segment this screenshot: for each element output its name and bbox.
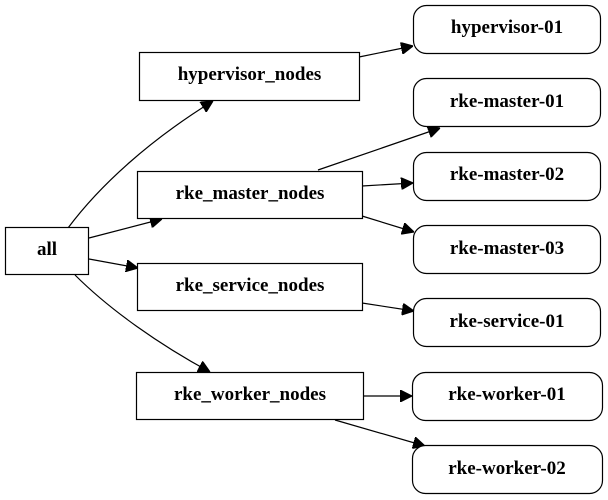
node-label: all bbox=[37, 239, 57, 260]
group-node-rke_master_nodes[interactable]: rke_master_nodes bbox=[136, 170, 364, 220]
host-node-rke-master-01[interactable]: rke-master-01 bbox=[412, 77, 602, 128]
edge-rke_master_nodes-rke-master-03 bbox=[361, 215, 414, 232]
host-node-rke-master-02[interactable]: rke-master-02 bbox=[412, 151, 602, 202]
edge-rke_service_nodes-rke-service-01 bbox=[361, 302, 414, 311]
group-node-rke_service_nodes[interactable]: rke_service_nodes bbox=[136, 262, 364, 312]
host-node-rke-service-01[interactable]: rke-service-01 bbox=[412, 297, 602, 348]
edge-rke_worker_nodes-rke-worker-02 bbox=[334, 419, 425, 446]
group-node-hypervisor_nodes[interactable]: hypervisor_nodes bbox=[138, 51, 361, 102]
edge-all-rke_master_nodes bbox=[88, 219, 162, 239]
group-node-rke_worker_nodes[interactable]: rke_worker_nodes bbox=[135, 371, 365, 421]
edge-all-rke_worker_nodes bbox=[74, 274, 210, 372]
node-label: rke_worker_nodes bbox=[174, 384, 326, 405]
host-node-rke-worker-01[interactable]: rke-worker-01 bbox=[411, 371, 604, 422]
node-label: rke-worker-01 bbox=[448, 384, 565, 405]
edges bbox=[67, 46, 440, 446]
node-label: hypervisor_nodes bbox=[178, 64, 322, 85]
edge-all-hypervisor_nodes bbox=[67, 101, 213, 229]
edge-rke_master_nodes-rke-master-01 bbox=[317, 128, 440, 171]
host-node-rke-master-03[interactable]: rke-master-03 bbox=[412, 224, 602, 275]
node-label: rke-service-01 bbox=[450, 311, 565, 332]
node-label: rke-master-02 bbox=[450, 164, 564, 185]
node-label: rke_service_nodes bbox=[176, 275, 325, 296]
host-node-rke-worker-02[interactable]: rke-worker-02 bbox=[411, 444, 604, 495]
edge-rke_master_nodes-rke-master-02 bbox=[361, 183, 413, 186]
node-label: rke-master-01 bbox=[450, 91, 564, 112]
node-label: rke-worker-02 bbox=[448, 458, 565, 479]
edge-hypervisor_nodes-hypervisor-01 bbox=[358, 46, 413, 58]
node-label: rke_master_nodes bbox=[176, 183, 325, 204]
root-node-all[interactable]: all bbox=[4, 226, 90, 276]
node-label: hypervisor-01 bbox=[451, 17, 563, 38]
host-node-hypervisor-01[interactable]: hypervisor-01 bbox=[412, 4, 602, 55]
node-label: rke-master-03 bbox=[450, 238, 564, 259]
edge-all-rke_service_nodes bbox=[88, 258, 138, 268]
